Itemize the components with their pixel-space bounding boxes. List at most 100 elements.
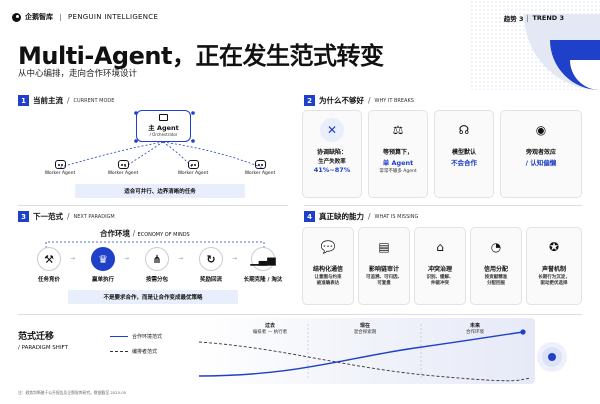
pie-user-icon: ◔	[490, 240, 502, 254]
capability-title: 冲突治理	[427, 266, 452, 273]
paradigm-step-label: 奖励回流	[199, 277, 222, 283]
penguin-logo-icon	[12, 12, 21, 22]
badge-star-icon: ✪	[548, 240, 560, 254]
network-icon: ⋔	[145, 247, 169, 271]
page-title: Multi-Agent，正在发生范式转变	[18, 42, 384, 70]
section1-title-en: CURRENT MODE	[73, 97, 115, 104]
capability-desc: 识别、缓解、 仲裁冲突	[426, 275, 454, 287]
trend-label-en: TREND 3	[532, 14, 564, 22]
growth-chart-icon: ▁▃▅	[250, 247, 276, 271]
capability-card: ⌂ 冲突治理 识别、缓解、 仲裁冲突	[414, 227, 466, 305]
paradigm-step-label: 长期克隆 / 淘汰	[243, 277, 283, 283]
stage-desc: 混合探索期	[353, 330, 377, 335]
capability-title: 结构化通信	[312, 266, 343, 273]
worker-agent-label: Worker Agent	[244, 171, 276, 176]
section3-title: 下一范式	[33, 212, 63, 221]
terminal-icon	[159, 114, 168, 121]
orchestrator-sublabel: / Orchestrator	[149, 132, 178, 137]
scales-icon: ⚖	[392, 123, 404, 137]
worker-agent-label: Worker Agent	[107, 171, 139, 176]
capability-title: 信用分配	[483, 266, 508, 273]
section5-title-en: PARADIGM SHIFT	[21, 345, 68, 351]
robot-icon	[54, 160, 66, 169]
section3-title-en: NEXT PARADIGM	[73, 213, 115, 220]
paradigm-step: ♛ 赢单执行	[78, 247, 128, 283]
brand-name-cn: 企鹅智库	[25, 13, 53, 21]
problem-card: ⚖ 等预算下， 单 Agent 常常不输多 Agent	[368, 110, 428, 198]
page-subtitle: 从中心编排，走向合作环境设计	[18, 69, 138, 79]
environment-label: 合作环境	[100, 229, 130, 238]
stage-name: 未来	[469, 323, 480, 329]
problem-card-note: 常常不输多 Agent	[379, 169, 417, 174]
paradigm-timeline	[195, 318, 535, 384]
section4-header: 4 真正缺的能力 / WHAT IS MISSING	[304, 211, 418, 222]
capability-desc: 可追溯、可归因、 可复盘	[366, 275, 402, 287]
capability-title: 影响链审计	[368, 266, 399, 273]
problem-card: ☊ 模型默认 不会合作	[434, 110, 494, 198]
paradigm-step-label: 赢单执行	[91, 277, 114, 283]
capability-title: 声誉机制	[541, 266, 566, 273]
problem-card-line1: 旁观者效应	[525, 149, 556, 156]
problem-card-highlight: 单 Agent	[382, 159, 414, 167]
worker-agent-label: Worker Agent	[177, 171, 209, 176]
orchestrator-label: 主 Agent	[148, 124, 179, 132]
legend-item-orchestrator: 编排者范式	[110, 348, 157, 355]
stage-name: 过去	[264, 323, 275, 329]
paradigm-step: ▁▃▅ 长期克隆 / 淘汰	[238, 247, 288, 283]
problem-card-highlight: / 认知偏懒	[525, 159, 557, 167]
trend-label: 趋势 3	[503, 15, 524, 23]
section3-caption: 不是要求合作，而是让合作变成最优策略	[68, 290, 238, 304]
section1-title: 当前主流	[33, 96, 63, 105]
problem-card: ◉ 旁观者效应 / 认知偏懒	[500, 110, 582, 198]
brand: 企鹅智库 PENGUIN INTELLIGENCE	[12, 12, 158, 22]
trend-tag: 趋势 3 TREND 3	[504, 13, 564, 23]
section1-number: 1	[18, 95, 29, 106]
capability-card: ◔ 信用分配 按贡献精准 分配回报	[470, 227, 522, 305]
arrow-right-icon: →	[232, 255, 238, 262]
worker-agent-node: Worker Agent	[35, 160, 85, 176]
timeline-stage-present: 现在 混合探索期	[335, 322, 395, 335]
legend-label: 合作环境范式	[132, 334, 163, 340]
paradigm-step-label: 任务竞价	[37, 277, 60, 283]
paradigm-step-label: 按需分包	[145, 277, 168, 283]
problem-card: ✕ 协调缺陷： 生产失败率 41%~87%	[302, 110, 362, 198]
robot-icon	[117, 160, 129, 169]
problem-card-line1: 协调缺陷：	[316, 149, 347, 156]
capability-card: ▤ 影响链审计 可追溯、可归因、 可复盘	[358, 227, 410, 305]
environment-title: 合作环境 / ECONOMY OF MINDS	[100, 229, 190, 238]
head-network-icon: ☊	[458, 123, 470, 137]
paradigm-step: ⚒ 任务竞价	[24, 247, 74, 283]
trophy-icon: ♛	[91, 247, 115, 271]
section3-header: 3 下一范式 / NEXT PARADIGM	[18, 211, 115, 222]
worker-agent-node: Worker Agent	[235, 160, 285, 176]
section5-title-en-row: / PARADIGM SHIFT	[18, 345, 68, 351]
timeline-stage-past: 过去 编排者 — 执行者	[240, 322, 300, 335]
stage-desc: 合作环境	[466, 330, 484, 335]
problem-card-line2: 生产失败率	[318, 159, 346, 165]
reward-cycle-icon: ↻	[199, 247, 223, 271]
worker-agent-node: Worker Agent	[98, 160, 148, 176]
hierarchy-icon: ⌂	[436, 240, 444, 254]
problem-card-highlight: 不会合作	[451, 159, 477, 167]
stage-name: 现在	[359, 323, 370, 329]
capability-card: 💬 结构化通信 让意图与约束 被准确表达	[302, 227, 354, 305]
worker-agent-label: Worker Agent	[44, 171, 76, 176]
paradigm-step: ⋔ 按需分包	[132, 247, 182, 283]
capability-card: ✪ 声誉机制 长期行为沉淀， 驱动更优选择	[526, 227, 582, 305]
section2-number: 2	[304, 95, 315, 106]
worker-agent-node: Worker Agent	[168, 160, 218, 176]
capability-desc: 长期行为沉淀， 驱动更优选择	[538, 275, 570, 287]
legend-item-environment: 合作环境范式	[110, 333, 162, 340]
environment-label-en: ECONOMY OF MINDS	[137, 232, 190, 238]
timeline-stage-future: 未来 合作环境	[445, 322, 505, 335]
arrow-right-icon: →	[178, 255, 184, 262]
capability-desc: 让意图与约束 被准确表达	[314, 275, 342, 287]
section4-number: 4	[304, 211, 315, 222]
robot-icon	[254, 160, 266, 169]
section2-title: 为什么不够好	[319, 96, 364, 105]
orchestrator-node: 主 Agent / Orchestrator	[136, 110, 191, 142]
target-rings-graphic	[537, 342, 567, 372]
arrow-right-icon: →	[70, 255, 76, 262]
gavel-icon: ⚒	[37, 247, 61, 271]
brand-name-en: PENGUIN INTELLIGENCE	[68, 13, 159, 21]
